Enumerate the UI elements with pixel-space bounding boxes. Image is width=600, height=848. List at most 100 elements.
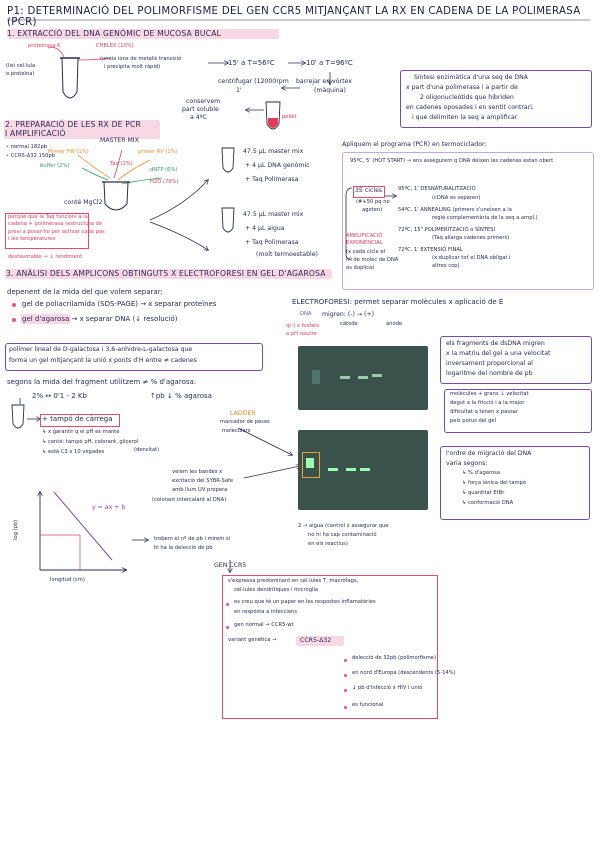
h2o-label: H2O (79%) [150, 179, 179, 185]
variant-fact: delecció de 32pb (polimorfisme) [352, 655, 437, 661]
exponential-note: (x cada cicle el [346, 249, 385, 255]
vortex-step: (màquina) [314, 87, 346, 94]
loading-buffer-note: ↳ està C3 x 10 vegades [42, 449, 105, 455]
gene-title: GEN CCR5 [214, 562, 247, 569]
centrifuge-step: 1' [236, 87, 242, 94]
graph-x-axis-label: longitud (cm) [50, 577, 85, 583]
bullet-icon [226, 626, 229, 629]
buffer-label: buffer (2%) [40, 163, 70, 169]
heading-highlight [5, 269, 332, 279]
lisi-note: o proteïna) [6, 71, 35, 77]
primer-fw: Primer FW (1%) [48, 149, 89, 155]
primer-rv: primer RV (1%) [138, 149, 178, 155]
proteinase-label: proteinasa K [28, 43, 61, 49]
variant-fact: en nord d'Europa (descendents (5-14%) [352, 670, 456, 676]
loading-buffer-note: ↳ conté: tampó pH, colorant, glicerol [42, 439, 139, 445]
fragments-box [440, 336, 592, 384]
program-intro: Apliquem el programa (PCR) en termocicla… [342, 141, 487, 148]
step-final-sub: altres cop) [432, 263, 460, 269]
step-15min: 15' a T=56ºC [228, 59, 275, 67]
anode-label: ànode [386, 321, 403, 327]
pcr-definition-line: en cadenes oposades i en sentit contrari… [406, 104, 534, 111]
water-control-note: en els reactius) [308, 541, 348, 547]
tube2-line: + 4 μL aigua [245, 225, 285, 232]
gene-box [222, 575, 438, 719]
water-control-note: 2 → aigua (control x assegurar que [298, 523, 389, 529]
bands-note: excitació del SYBR-Safe [172, 478, 234, 484]
variant-highlight [296, 636, 344, 646]
migration-factor: ↳ conformació DNA [462, 500, 514, 506]
tube2-line: 47.5 μL master mix [243, 211, 304, 218]
molecules-note: molècules + grans ↓ velocitat [450, 391, 529, 397]
fragments-note: els fragments de dsDNA migren [446, 340, 545, 347]
bands-note: amb llum UV propera [172, 487, 228, 493]
conserve-note: conservem [186, 98, 221, 105]
centrifuge-step: centrifugar (12000rpm [218, 78, 289, 85]
tube1-line: 47.5 μL master mix [243, 148, 304, 155]
bullet-icon [344, 706, 347, 709]
tube1-line: + 4 μL DNA genòmic [245, 162, 310, 169]
step-final-sub: (x duplicar tot el DNA obligat i [432, 255, 511, 261]
graph-note: hi ha la delecció de pb [154, 545, 213, 551]
cycles-note: agoten) [362, 207, 383, 213]
exponential-note: nº de molec de DNA [346, 257, 399, 263]
heading-highlight [4, 120, 160, 139]
heading-highlight [7, 29, 279, 39]
tube1-line: + Taq Polimerasa [245, 176, 299, 183]
ladder-note: moleculars [222, 428, 251, 434]
graph-equation: y = ax + b [92, 504, 126, 511]
pcr-definition-line: x part d'una polimerasa i a partir de [406, 84, 518, 91]
lisi-note: (lisi cèl·lula [6, 63, 36, 69]
mgcl2-note: conté MgCl2 [64, 199, 103, 206]
size-intro: segons la mida del fragment utilitzem ≠ … [7, 378, 197, 386]
chelex-label: CHELEX (10%) [96, 43, 134, 49]
warning-line: perquè que la Taq funcioni a la [8, 214, 88, 220]
variant-fact: ↓ pb d'infecció x HIV i unió [352, 685, 423, 691]
migration-direction: migren: (-) → (+) [322, 311, 375, 318]
exponential-note: AMPLIFICACIÓ [346, 233, 383, 239]
charge-note: a pH neutre [286, 331, 317, 337]
step-extension-sub: (Taq allarga cadenes primers) [432, 235, 510, 241]
warning-box [5, 213, 89, 249]
gel-photo [298, 346, 428, 410]
step-extension: 72ºC, 15" POLIMERITZACIÓ o SÍNTESI [398, 227, 495, 233]
pcr-definition-line: Síntesi enzimàtica d'una seq de DNA [414, 74, 529, 81]
migration-factor: ↳ força iònica del tampó [462, 480, 527, 486]
molecules-note: degut a la fricció i a la major [450, 400, 525, 406]
exponential-note: EXPONENCIAL [346, 240, 383, 246]
warning-line: i les temperatures [8, 236, 56, 242]
bullet-icon [12, 303, 16, 307]
polyacrylamide-gel: gel de poliacrilamida (SDS-PAGE) → x sep… [22, 300, 217, 308]
step-denaturation: 95ºC, 1' DESNATURALITZACIÓ [398, 186, 476, 192]
cathode-label: càtode [340, 321, 358, 327]
fragments-note: inversament proporcional al [446, 360, 533, 367]
agarose-definition: polímer lineal de D-galactosa i 3,6-anhi… [9, 346, 193, 353]
agarose-highlight [21, 314, 71, 324]
section-2-heading: 2. PREPARACIÓ DE LES RX DE PCR [5, 120, 141, 129]
program-box [342, 152, 594, 290]
migration-order-title: varia segons: [446, 460, 488, 467]
cycles-box [353, 186, 385, 198]
loading-buffer-note: ↳ x garantir q el pH es manté [42, 429, 120, 435]
chelex-note: (uneix ions de metalls transició [100, 56, 182, 62]
fragments-note: logaritme del nombre de pb [446, 370, 533, 377]
section-3-heading: 3. ANÀLISI DELS AMPLICONS OBTINGUTS X EL… [6, 269, 326, 278]
gene-fact: variant genètica → [228, 637, 277, 643]
agarose-definition: forma un gel mitjançant la unió x ponts … [9, 357, 197, 364]
dna-label: DNA [300, 311, 312, 317]
molecules-note: pels porus del gel [450, 418, 497, 424]
agarose-rule: ↑pb ↓ % agarosa [150, 392, 212, 400]
conserve-note: part soluble [182, 106, 219, 113]
migration-order-box [440, 446, 590, 520]
pcr-definition-line: 2 oligonucleòtids que hibriden [420, 94, 514, 101]
loading-buffer-note: (densitat) [134, 447, 160, 453]
gene-fact: es creu que té un paper en les respostes… [234, 599, 376, 605]
sample-normal: • normal 182pb [6, 144, 48, 150]
bullet-icon [344, 674, 347, 677]
gene-variant: CCR5-Δ32 [300, 637, 332, 644]
vortex-step: barrejar en vòrtex [296, 78, 352, 85]
section-2-heading: I AMPLIFICACIÓ [5, 129, 66, 138]
chelex-note: i precipita molt ràpid) [104, 64, 161, 70]
page-title: P1: DETERMINACIÓ DEL POLIMORFISME DEL GE… [7, 6, 581, 28]
